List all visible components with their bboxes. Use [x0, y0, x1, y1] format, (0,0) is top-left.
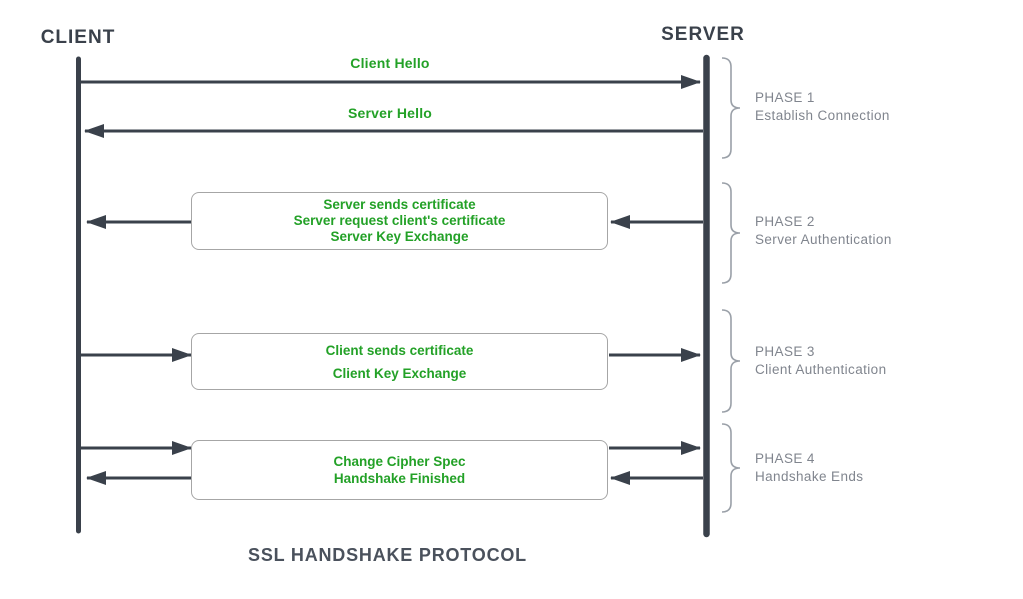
client-hello-message-label: Client Hello: [350, 55, 430, 71]
phase3-annotation: PHASE 3 Client Authentication: [755, 343, 886, 378]
phase1-description: Establish Connection: [755, 107, 890, 123]
phase4-message-box: Change Cipher Spec Handshake Finished: [191, 440, 608, 500]
phase3-name: PHASE 3: [755, 344, 815, 359]
phase4-description: Handshake Ends: [755, 468, 864, 484]
phase2-brace: [721, 182, 741, 284]
phase1-name: PHASE 1: [755, 90, 815, 105]
phase1-brace: [721, 57, 741, 159]
diagram-title: SSL HANDSHAKE PROTOCOL: [248, 545, 527, 565]
phase3-box-line: Client Key Exchange: [332, 365, 467, 381]
server-hello-message-label: Server Hello: [347, 105, 433, 121]
phase2-name: PHASE 2: [755, 214, 815, 229]
phase3-box-line: Client sends certificate: [325, 342, 474, 358]
phase2-box-line: Server sends certificate: [323, 197, 476, 212]
phase2-annotation: PHASE 2 Server Authentication: [755, 213, 892, 248]
phase4-annotation: PHASE 4 Handshake Ends: [755, 450, 863, 485]
phase2-description: Server Authentication: [755, 231, 892, 247]
phase2-message-box: Server sends certificate Server request …: [191, 192, 608, 250]
server-actor-label: SERVER: [661, 24, 745, 45]
client-actor-label: CLIENT: [40, 27, 116, 48]
phase4-box-line: Handshake Finished: [333, 471, 466, 486]
phase2-box-line: Server Key Exchange: [330, 229, 469, 244]
phase4-brace: [721, 423, 741, 513]
phase4-box-line: Change Cipher Spec: [333, 453, 466, 469]
phase3-message-box: Client sends certificate Client Key Exch…: [191, 333, 608, 390]
phase4-name: PHASE 4: [755, 451, 815, 466]
phase1-annotation: PHASE 1 Establish Connection: [755, 89, 890, 124]
phase3-description: Client Authentication: [755, 361, 887, 377]
phase3-brace: [721, 309, 741, 413]
phase2-box-line: Server request client's certificate: [293, 213, 506, 228]
